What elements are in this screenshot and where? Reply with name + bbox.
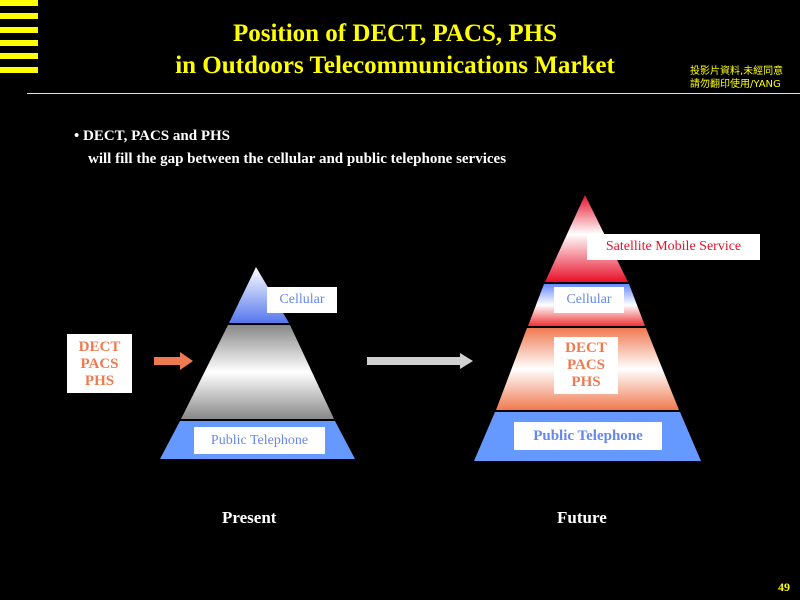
future-satellite-label: Satellite Mobile Service [587,234,760,260]
logo-stripe [0,13,38,19]
bullet-marker: • [74,128,80,144]
phs-label: PHS [84,373,115,389]
future-dect-box: DECT PACS PHS [554,337,618,394]
present-public-telephone-label: Public Telephone [194,427,325,454]
transition-arrow-icon [367,353,473,369]
orange-arrow-icon [154,352,193,370]
notice-line-1: 投影片資料,未經同意 [690,66,784,77]
copyright-notice: 投影片資料,未經同意 請勿翻印使用/YANG [690,65,783,91]
page-number: 49 [778,580,790,594]
title-line-1: Position of DECT, PACS, PHS [232,20,558,47]
future-public-telephone-label: Public Telephone [514,422,662,450]
dect-label: DECT [78,339,121,355]
present-dect-box: DECT PACS PHS [67,334,132,393]
bullet-line-1: DECT, PACS and PHS [83,128,230,144]
future-caption: Future [557,508,607,527]
future-satellite-layer [545,195,628,282]
slide-title: Position of DECT, PACS, PHS in Outdoors … [130,18,660,82]
title-rule [27,93,800,94]
logo-stripe [0,0,38,6]
title-line-2: in Outdoors Telecommunications Market [175,52,615,79]
future-cellular-label: Cellular [554,287,624,313]
present-caption: Present [222,508,277,527]
logo-stripe [0,53,38,59]
phs-label: PHS [571,374,601,390]
present-cellular-label: Cellular [267,287,337,313]
bullet-line-2: will fill the gap between the cellular a… [88,151,507,167]
dect-label: DECT [565,340,607,356]
pacs-label: PACS [566,357,606,373]
notice-line-2: 請勿翻印使用/YANG [690,79,781,90]
logo-stripe [0,67,38,73]
present-gap-layer [181,325,334,419]
bullet-point: • DECT, PACS and PHS will fill the gap b… [74,125,506,171]
logo-stripe [0,40,38,46]
logo-stripe [0,27,38,33]
pacs-label: PACS [80,356,119,372]
